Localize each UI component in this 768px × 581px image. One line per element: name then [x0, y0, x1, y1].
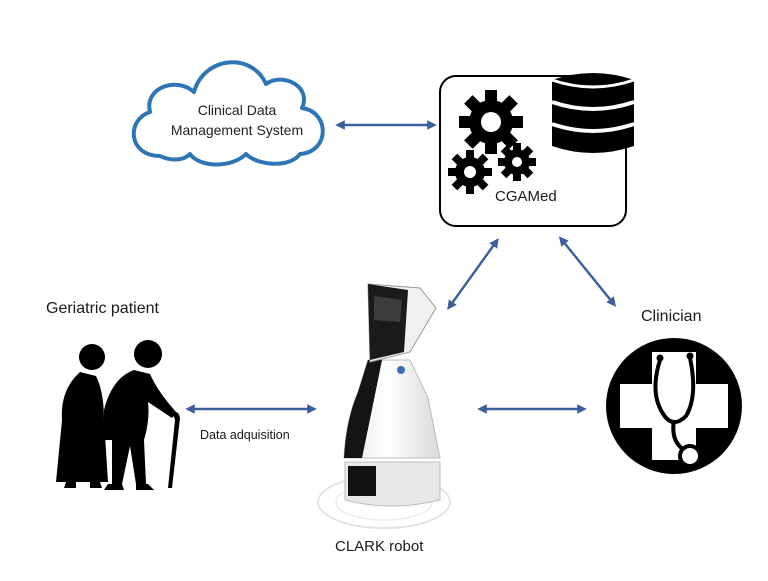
database-icon	[551, 73, 635, 153]
cgamed-label: CGAMed	[495, 188, 557, 205]
arrow-cgamed-robot	[447, 238, 499, 310]
gears-icon	[448, 90, 536, 194]
cloud-label-line2: Management System	[170, 122, 304, 138]
data-acquisition-label: Data adquisition	[200, 428, 290, 442]
cloud-icon	[131, 60, 325, 167]
robot-icon	[317, 283, 451, 529]
robot-label: CLARK robot	[335, 538, 424, 555]
arrow-cgamed-clinician	[558, 236, 617, 307]
clinician-label: Clinician	[641, 308, 702, 325]
cloud-label-line1: Clinical Data	[197, 102, 277, 118]
elderly-couple-icon	[56, 340, 180, 490]
clinician-stethoscope-icon	[606, 338, 742, 474]
patient-label: Geriatric patient	[46, 300, 159, 317]
cloud-label: Clinical Data Management System	[150, 100, 324, 140]
